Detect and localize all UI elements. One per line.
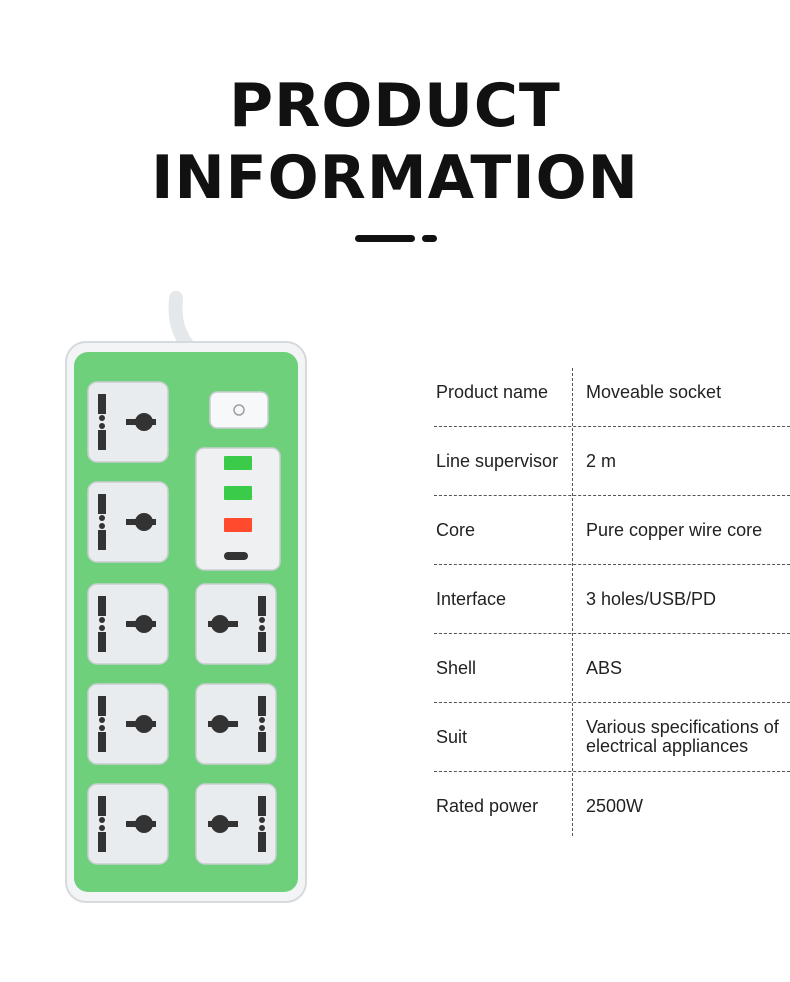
spec-label: Interface [436, 588, 507, 609]
title-underline-short [422, 235, 437, 242]
spec-table: Product name Moveable socket Line superv… [434, 358, 790, 840]
usb-module [195, 447, 281, 571]
power-switch [209, 391, 269, 429]
power-strip-image [65, 291, 307, 903]
title-line-2: INFORMATION [151, 143, 639, 213]
spec-value: 2 m [586, 450, 617, 471]
spec-value: Various specifications of electrical app… [586, 717, 779, 756]
spec-value: 3 holes/USB/PD [586, 588, 717, 609]
spec-row-product-name: Product name Moveable socket [434, 358, 790, 427]
usb-a-port [224, 456, 252, 470]
spec-value: Moveable socket [586, 381, 722, 402]
title-line-1: PRODUCT [229, 71, 561, 141]
spec-label: Suit [436, 726, 468, 747]
spec-row-core: Core Pure copper wire core [434, 496, 790, 565]
spec-value: Pure copper wire core [586, 519, 763, 540]
title-underline-long [355, 235, 415, 242]
spec-value: ABS [586, 657, 623, 678]
table-column-divider [572, 368, 573, 836]
spec-value: 2500W [586, 795, 644, 816]
spec-label: Rated power [436, 795, 539, 816]
spec-label: Product name [436, 381, 549, 402]
spec-row-rated-power: Rated power 2500W [434, 772, 790, 840]
usb-a-port [224, 518, 252, 532]
spec-row-shell: Shell ABS [434, 634, 790, 703]
spec-label: Line supervisor [436, 450, 559, 471]
spec-row-interface: Interface 3 holes/USB/PD [434, 565, 790, 634]
spec-label: Core [436, 519, 476, 540]
usb-c-port [224, 552, 248, 560]
cable [168, 291, 195, 353]
usb-a-port [224, 486, 252, 500]
spec-label: Shell [436, 657, 477, 678]
spec-row-suit: Suit Various specifications of electrica… [434, 703, 790, 772]
spec-row-line-supervisor: Line supervisor 2 m [434, 427, 790, 496]
